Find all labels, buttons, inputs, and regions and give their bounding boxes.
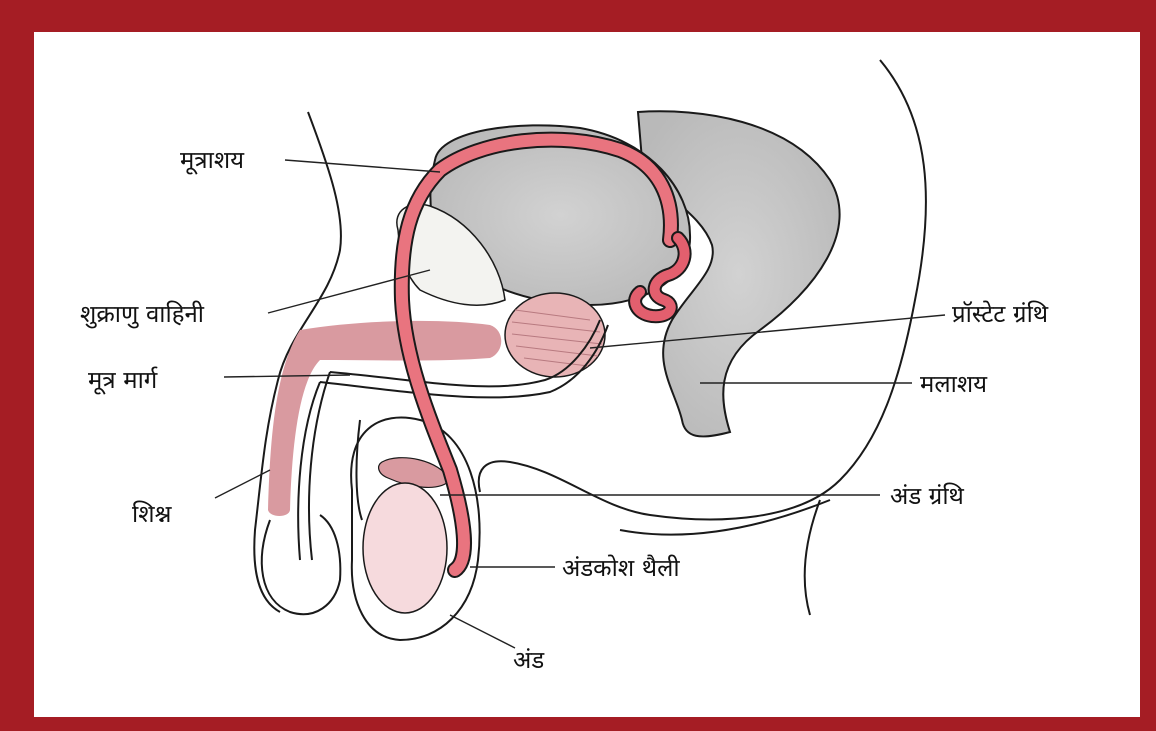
label-testis: अंड [513,646,545,674]
testis-shape [363,483,447,613]
label-scrotum: अंडकोश थैली [562,554,680,582]
label-vas-deferens: शुक्राणु वाहिनी [80,300,205,329]
label-prostate: प्रॉस्टेट ग्रंथि [952,300,1049,328]
label-epididymis: अंड ग्रंथि [890,482,965,510]
glans-shape [262,515,341,614]
label-penis: शिश्न [132,500,173,528]
label-bladder: मूत्राशय [180,146,245,175]
label-rectum: मलाशय [920,370,988,398]
label-urethra: मूत्र मार्ग [88,366,158,395]
